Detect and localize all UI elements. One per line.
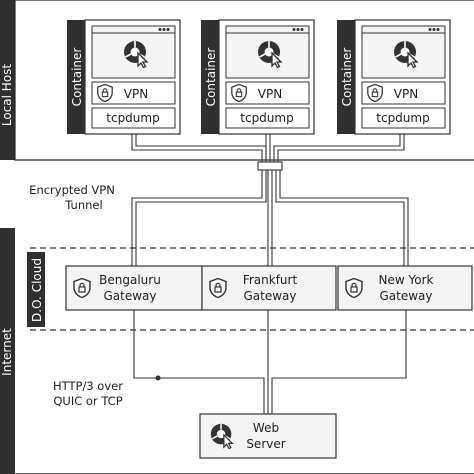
protocol-lines [133, 310, 407, 414]
protocol-label-line-2: QUIC or TCP [53, 394, 122, 408]
container-label: Container [340, 48, 354, 107]
web-server: Web Server [199, 413, 337, 459]
vpn-label: VPN [394, 87, 418, 101]
gateway-name: New York [379, 273, 434, 287]
tunnel-label: Encrypted VPN Tunnel [29, 183, 115, 212]
container-label: Container [70, 48, 84, 107]
internet-label: Internet [0, 328, 14, 376]
vpn-label: VPN [124, 87, 148, 101]
container-1: Container VPN tcpdump [67, 19, 181, 135]
gateway-type: Gateway [103, 289, 156, 303]
protocol-label: HTTP/3 over QUIC or TCP [53, 379, 123, 408]
do-cloud-region: D.O. Cloud [27, 247, 474, 331]
vpn-label: VPN [258, 87, 282, 101]
tunnel-label-line-1: Encrypted VPN [29, 183, 115, 197]
internet-region: Internet [0, 228, 474, 474]
protocol-label-line-1: HTTP/3 over [53, 379, 123, 393]
container-3: Container VPN tcpdump [337, 19, 451, 135]
gateway-bengaluru: Bengaluru Gateway [65, 265, 203, 311]
tcpdump-label: tcpdump [240, 111, 293, 125]
web-server-line-1: Web [253, 421, 279, 435]
tunnel-label-line-2: Tunnel [64, 198, 102, 212]
gateway-new-york: New York Gateway [337, 265, 473, 311]
tcpdump-label: tcpdump [376, 111, 429, 125]
tunnel-lines [131, 134, 409, 266]
web-server-line-2: Server [246, 437, 285, 451]
gateway-frankfurt: Frankfurt Gateway [201, 265, 337, 311]
gateway-name: Bengaluru [99, 273, 161, 287]
tcpdump-label: tcpdump [106, 111, 159, 125]
container-label: Container [204, 48, 218, 107]
local-host-label: Local Host [0, 64, 14, 127]
gateway-type: Gateway [243, 289, 296, 303]
do-cloud-label: D.O. Cloud [30, 258, 44, 322]
gateway-type: Gateway [379, 289, 432, 303]
container-2: Container VPN tcpdump [201, 19, 315, 135]
gateway-name: Frankfurt [243, 273, 298, 287]
